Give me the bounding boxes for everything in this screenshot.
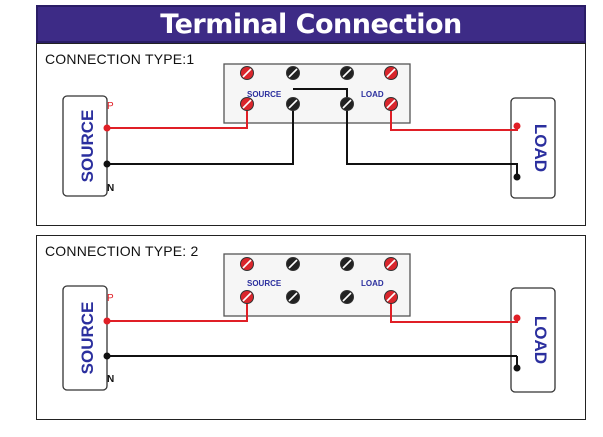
terminal-block <box>223 63 411 124</box>
phase-wire-source <box>107 104 248 129</box>
source-phase-terminal <box>103 317 111 325</box>
screw <box>286 66 300 80</box>
block-load-label: LOAD <box>361 279 384 288</box>
load-label: LOAD <box>531 124 550 172</box>
screw <box>340 97 354 111</box>
screw <box>240 97 254 111</box>
screw <box>384 66 398 80</box>
source-neutral-terminal <box>103 352 111 360</box>
terminal-block <box>223 253 411 317</box>
load-box <box>510 97 556 199</box>
connection-type-1-diagram: SOURCE P N LOAD SOURCE LOAD <box>62 63 556 199</box>
source-box <box>62 285 108 391</box>
load-label: LOAD <box>531 316 550 364</box>
source-label: SOURCE <box>78 302 97 375</box>
neutral-wire-source <box>107 104 294 165</box>
connection-type-1-panel: CONNECTION TYPE:1 SOURCE P N LOAD SOURCE… <box>36 43 586 226</box>
neutral-label: N <box>107 183 114 194</box>
screw <box>240 66 254 80</box>
load-phase-terminal <box>513 122 521 130</box>
source-label: SOURCE <box>78 110 97 183</box>
screw <box>286 97 300 111</box>
connection-type-2-diagram: SOURCE P N LOAD SOURCE LOAD <box>62 253 556 393</box>
block-source-label: SOURCE <box>247 279 282 288</box>
title-bar: Terminal Connection <box>36 5 586 43</box>
neutral-label: N <box>107 374 114 385</box>
screw <box>340 66 354 80</box>
screw <box>286 257 300 271</box>
phase-wire-source <box>107 297 248 322</box>
load-box <box>510 287 556 393</box>
screw <box>286 290 300 304</box>
screw <box>340 257 354 271</box>
block-load-label: LOAD <box>361 90 384 99</box>
screw <box>384 97 398 111</box>
phase-label: P <box>107 293 114 304</box>
connection-type-1-heading: CONNECTION TYPE:1 <box>45 51 195 67</box>
block-source-label: SOURCE <box>247 90 282 99</box>
source-neutral-terminal <box>103 160 111 168</box>
connection-type-2-heading: CONNECTION TYPE: 2 <box>45 243 199 259</box>
screw <box>240 257 254 271</box>
phase-label: P <box>107 101 114 112</box>
source-phase-terminal <box>103 124 111 132</box>
load-phase-terminal <box>513 314 521 322</box>
connection-type-2-panel: CONNECTION TYPE: 2 SOURCE P N LOAD SOURC… <box>36 235 586 420</box>
screw <box>340 290 354 304</box>
diagram-title: Terminal Connection <box>160 8 462 40</box>
screw <box>240 290 254 304</box>
neutral-wire-load <box>346 104 518 179</box>
load-neutral-terminal <box>513 173 521 181</box>
source-box <box>62 95 108 197</box>
load-neutral-terminal <box>513 364 521 372</box>
screw <box>384 257 398 271</box>
screw <box>384 290 398 304</box>
